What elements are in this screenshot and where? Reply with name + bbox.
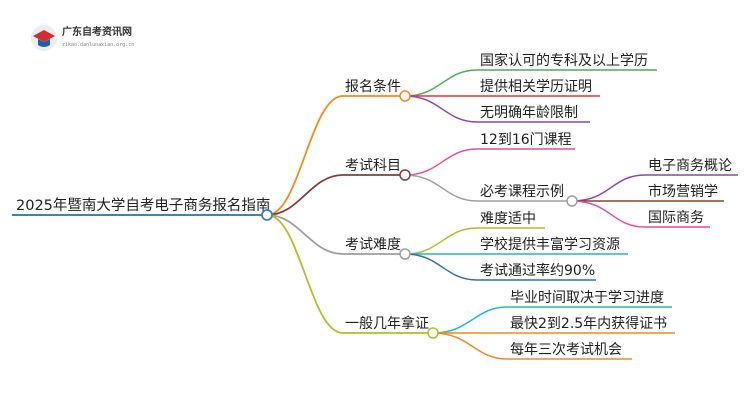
- leaf-label: 每年三次考试机会: [510, 342, 622, 358]
- leaf-label: 市场营销学: [648, 183, 718, 200]
- leaf-label: 12到16门课程: [480, 132, 572, 148]
- edge-root-to-branch: [266, 174, 344, 216]
- leaf-label: 无明确年龄限制: [480, 105, 578, 121]
- branch-node-circle: [399, 90, 411, 102]
- edge-root-to-branch: [266, 214, 344, 255]
- leaf-label: 电子商务概论: [648, 158, 732, 174]
- branch-label: 考试科目: [345, 158, 401, 174]
- leaf-label: 国际商务: [648, 210, 704, 226]
- edge-branch-to-leaf: [404, 148, 478, 176]
- subbranch-label: 必考课程示例: [480, 184, 564, 200]
- leaf-label: 毕业时间取决于学习进度: [510, 290, 664, 306]
- leaf-label: 考试通过率约90%: [480, 262, 595, 279]
- edge-subbranch-to-leaf: [571, 174, 646, 202]
- branch-node-enroll-conditions: 报名条件 国家认可的专科及以上学历 提供相关学历证明 无明确年龄限制: [266, 52, 657, 216]
- edge-subbranch-to-leaf: [571, 200, 646, 228]
- root-label: 2025年暨南大学自考电子商务报名指南: [16, 197, 270, 214]
- branch-node-exam-difficulty: 考试难度 难度适中 学校提供丰富学习资源 考试通过率约90%: [266, 211, 628, 281]
- leaf-label: 学校提供丰富学习资源: [480, 236, 620, 253]
- edge-branch-to-leaf: [404, 227, 478, 255]
- site-logo: 广东自考资讯网 zikao.danlunaxiao.org.cn: [31, 25, 134, 51]
- logo-domain: zikao.danlunaxiao.org.cn: [62, 42, 134, 48]
- branch-label: 考试难度: [345, 237, 401, 253]
- edge-branch-to-subbranch: [404, 174, 478, 202]
- branch-node-circle: [399, 169, 411, 181]
- branch-node-years-to-certificate: 一般几年拿证 毕业时间取决于学习进度 最快2到2.5年内获得证书 每年三次考试机…: [266, 214, 675, 360]
- leaf-label: 最快2到2.5年内获得证书: [510, 315, 667, 332]
- edge-branch-to-leaf: [404, 253, 478, 281]
- branch-label: 报名条件: [345, 78, 401, 95]
- leaf-label: 提供相关学历证明: [480, 79, 592, 95]
- edge-branch-to-leaf: [432, 306, 508, 334]
- branch-label: 一般几年拿证: [345, 315, 429, 332]
- root-node: 2025年暨南大学自考电子商务报名指南: [12, 197, 270, 216]
- edge-root-to-branch: [266, 214, 344, 334]
- branch-node-circle: [427, 327, 439, 339]
- branch-node-exam-subjects: 考试科目 12到16门课程 必考课程示例 电子商务概论 市场营销学 国际商务: [266, 132, 738, 228]
- edge-branch-to-leaf: [432, 332, 508, 360]
- leaf-label: 国家认可的专科及以上学历: [480, 52, 648, 69]
- logo-site-name: 广东自考资讯网: [62, 25, 132, 38]
- graduation-cap-icon: [33, 30, 55, 42]
- edge-branch-to-leaf: [404, 95, 478, 123]
- subbranch-node-circle: [566, 195, 578, 207]
- root-node-circle: [261, 209, 273, 221]
- edge-root-to-branch: [266, 95, 344, 216]
- edge-branch-to-leaf: [404, 69, 478, 97]
- branch-node-circle: [399, 248, 411, 260]
- leaf-label: 难度适中: [480, 211, 536, 227]
